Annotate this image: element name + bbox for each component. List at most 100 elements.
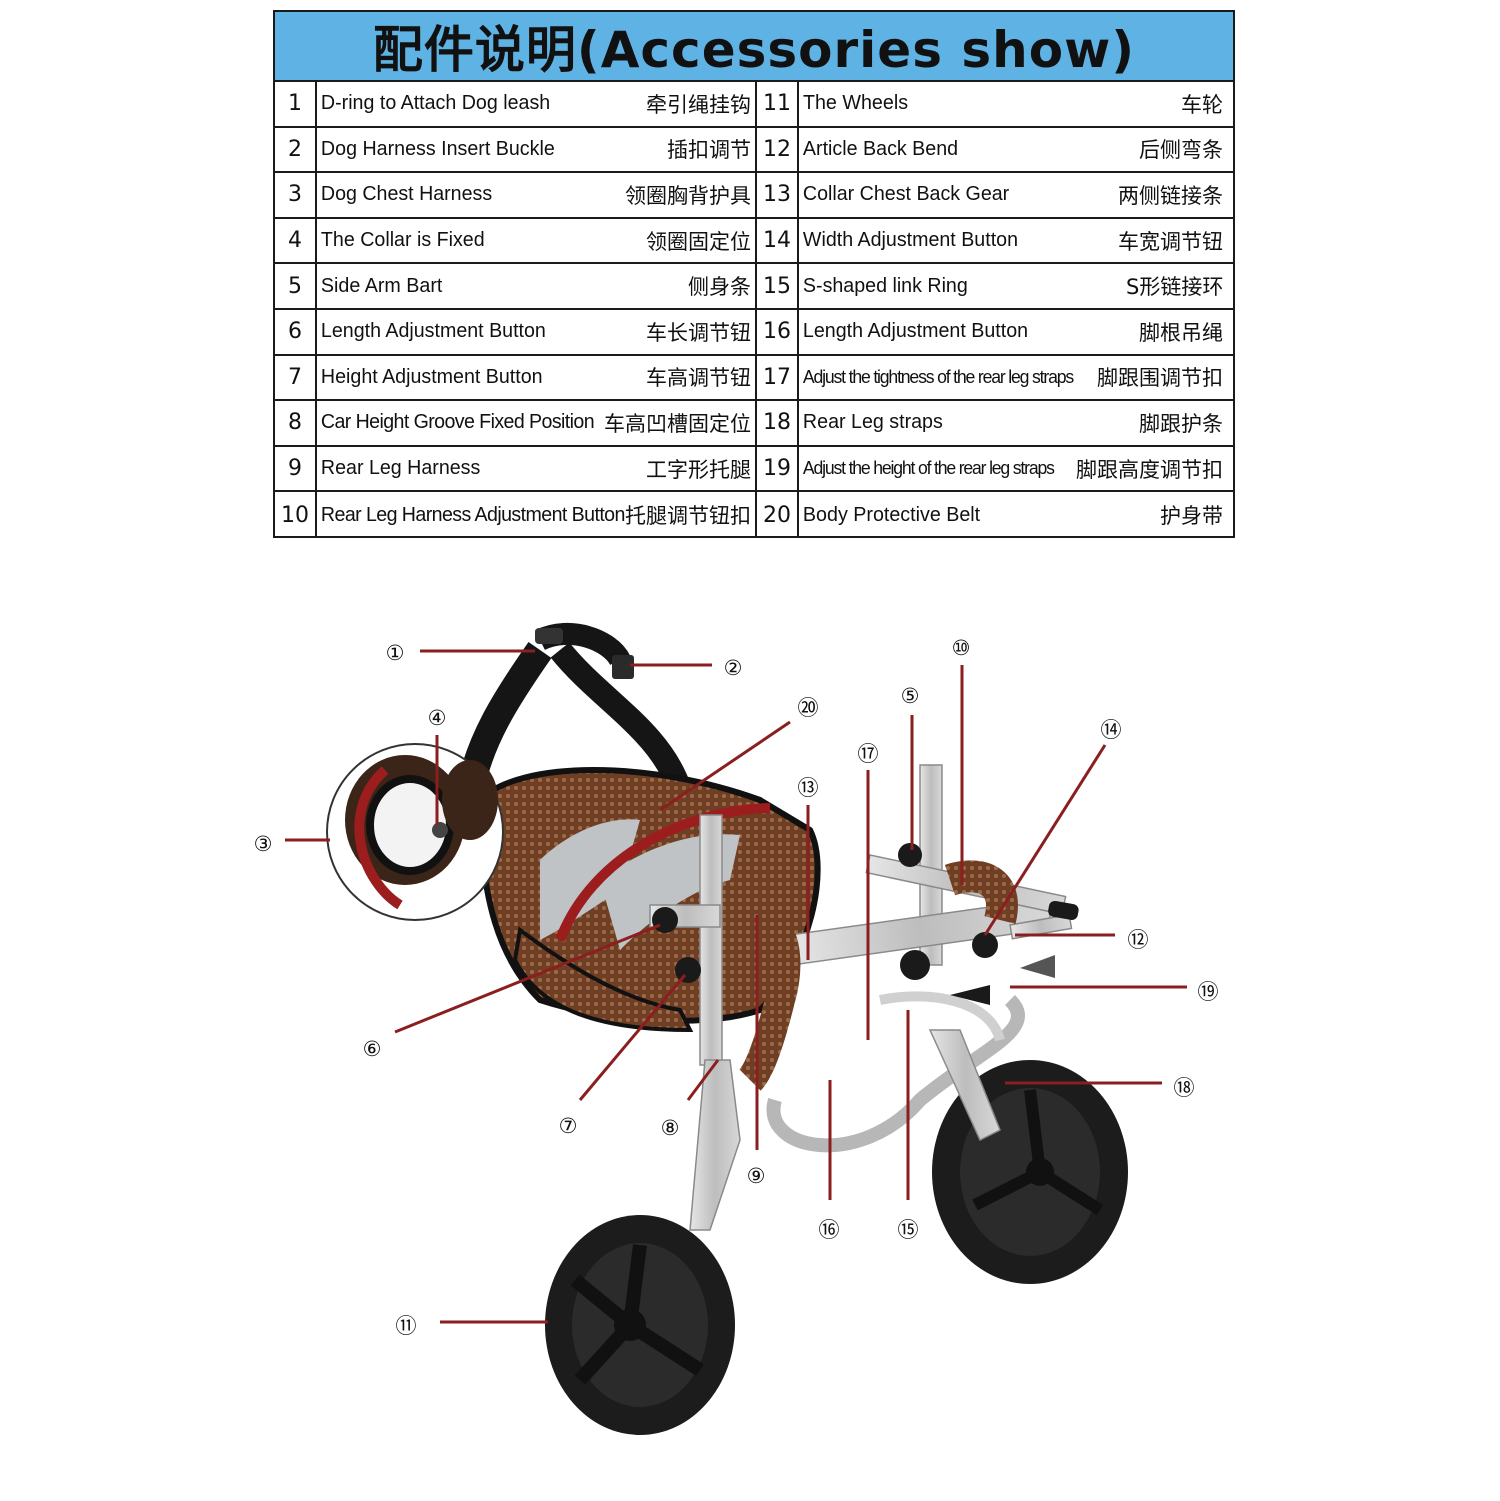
row-chinese: 车长调节钮 [646,320,751,345]
row-english: Dog Harness Insert Buckle [320,137,555,160]
leader-7 [578,974,687,1101]
callout-11: ⑪ [396,1314,417,1338]
callout-10: ⑩ [952,636,971,660]
wheelchair-frame [649,764,1073,1231]
row-chinese: 牵引绳挂钩 [646,92,751,117]
row-chinese: 领圈胸背护具 [625,183,751,208]
row-english: Body Protective Belt [802,503,981,526]
row-number: 2 [275,127,317,172]
row-english: Width Adjustment Button [802,229,1019,252]
leader-8 [686,1059,720,1101]
row-english: Car Height Groove Fixed Position [320,411,595,434]
row-english: The Collar is Fixed [320,229,485,252]
row-chinese: 脚根吊绳 [1139,320,1223,345]
row-number: 7 [275,355,317,400]
callout-6: ⑥ [363,1037,382,1061]
leader-14 [983,744,1107,936]
row-number: 14 [757,218,799,263]
callout-8: ⑧ [661,1116,680,1140]
chest-harness-inset [326,743,504,921]
row-number: 19 [757,446,799,491]
row-chinese: 侧身条 [688,275,751,300]
row-english: Height Adjustment Button [320,365,543,388]
row-number: 16 [757,309,799,354]
row-number: 17 [757,355,799,400]
row-number: 1 [275,82,317,126]
row-number: 20 [757,492,799,538]
row-chinese: 车轮 [1181,92,1223,117]
row-chinese: 插扣调节 [667,138,751,163]
row-chinese: 车宽调节钮 [1118,229,1223,254]
row-number: 6 [275,309,317,354]
adjustment-knobs [652,843,1079,1005]
leader-6 [394,923,661,1034]
row-english: Rear Leg Harness [320,457,481,480]
table-title: 配件说明(Accessories show) [275,12,1233,82]
row-chinese: 后侧弯条 [1139,138,1223,163]
row-chinese: 工字形托腿 [646,457,751,482]
callout-leader-lines [285,649,1187,1324]
front-left-wheel [545,1215,735,1435]
callout-17: ⑰ [858,742,879,766]
row-english: Adjust the height of the rear leg straps [802,458,1055,479]
row-chinese: 两侧链接条 [1118,183,1223,208]
row-chinese: 脚跟护条 [1139,411,1223,436]
callout-12: ⑫ [1128,928,1149,952]
row-chinese: 领圈固定位 [646,229,751,254]
row-english: S-shaped link Ring [802,274,968,297]
row-english: Length Adjustment Button [320,320,546,343]
row-chinese: 托腿调节钮扣 [625,504,751,529]
row-number: 9 [275,446,317,491]
callout-13: ⑬ [798,776,819,800]
row-chinese: 车高凹槽固定位 [604,411,751,436]
callout-16: ⑯ [819,1218,840,1242]
row-number: 13 [757,173,799,217]
row-chinese: 车高调节钮 [646,366,751,391]
callout-labels: ① ② ③ ④ ⑤ ⑥ ⑦ ⑧ ⑨ ⑩ ⑪ ⑫ ⑬ ⑭ ⑮ ⑯ ⑰ ⑱ ⑲ ⑳ [254,636,1219,1338]
callout-9: ⑨ [747,1164,766,1188]
row-english: Rear Leg straps [802,411,943,434]
row-number: 10 [275,492,317,538]
row-english: Collar Chest Back Gear [802,183,1010,206]
row-number: 18 [757,401,799,445]
row-number: 12 [757,127,799,172]
callout-2: ② [724,656,743,680]
callout-5: ⑤ [901,684,920,708]
row-number: 4 [275,218,317,263]
row-chinese: 脚跟高度调节扣 [1076,457,1223,482]
wheelchair-diagram: ① ② ③ ④ ⑤ ⑥ ⑦ ⑧ ⑨ ⑩ ⑪ ⑫ ⑬ ⑭ ⑮ ⑯ ⑰ ⑱ ⑲ ⑳ [254,622,1219,1435]
row-english: Length Adjustment Button [802,320,1029,343]
callout-15: ⑮ [898,1218,919,1242]
callout-1: ① [386,641,405,665]
callout-14: ⑭ [1101,718,1122,742]
row-chinese: S形链接环 [1126,275,1224,300]
row-english: D-ring to Attach Dog leash [320,92,551,115]
leader-20 [659,720,791,812]
row-english: Rear Leg Harness Adjustment Button [320,503,625,526]
callout-18: ⑱ [1174,1076,1195,1100]
row-number: 8 [275,401,317,445]
